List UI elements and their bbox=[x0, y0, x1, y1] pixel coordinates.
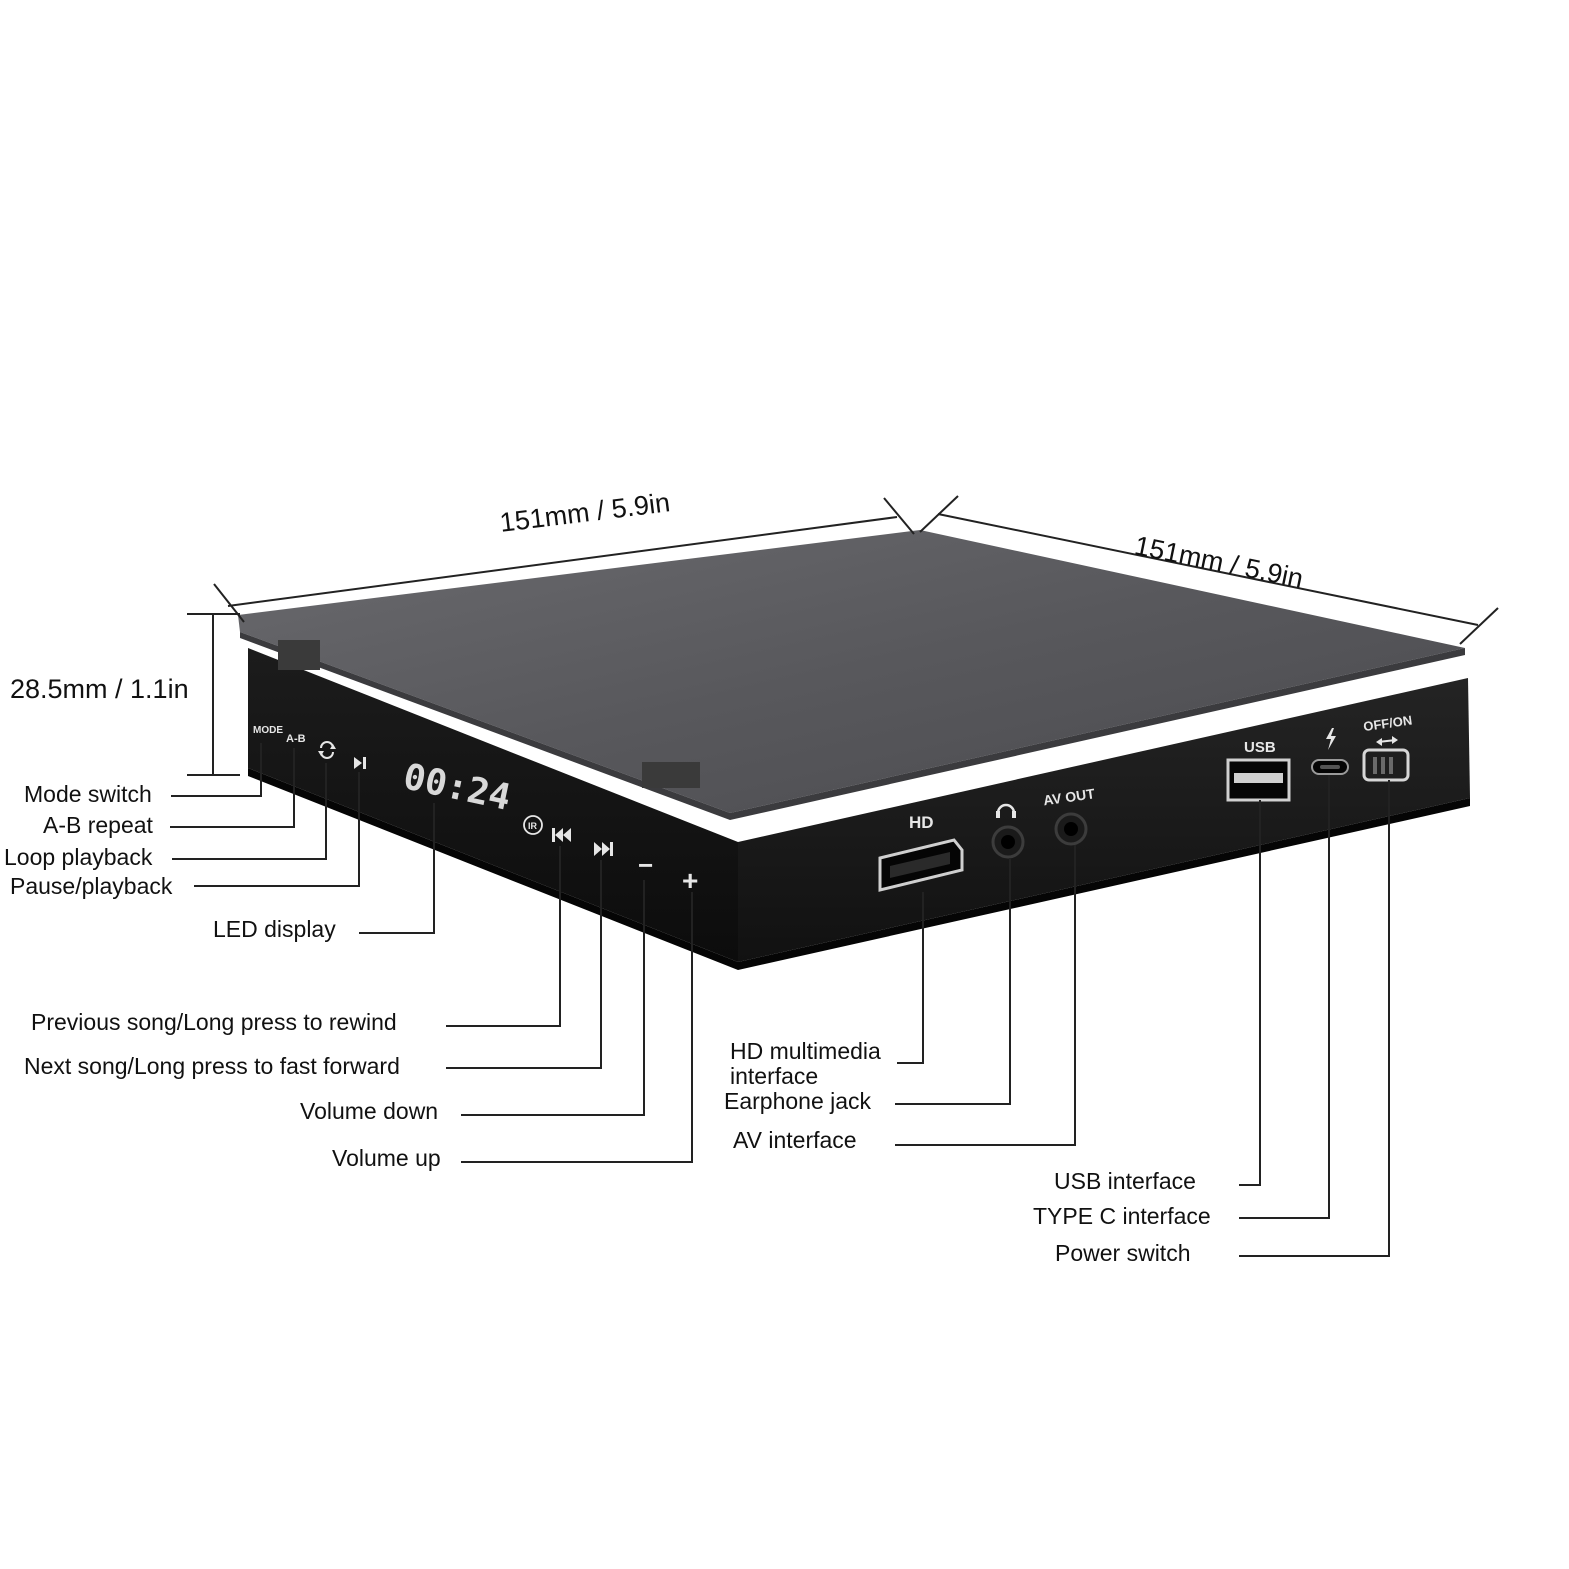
headphone-icon bbox=[996, 803, 1016, 818]
leader-earphone-jack bbox=[895, 858, 1011, 1105]
label-av-interface: AV interface bbox=[733, 1127, 857, 1153]
side-panel bbox=[738, 678, 1470, 962]
label-ab-repeat: A-B repeat bbox=[43, 812, 153, 838]
mode-key-text: MODE bbox=[253, 725, 283, 736]
lid-edge bbox=[240, 632, 1465, 820]
leader-volume-up bbox=[461, 892, 693, 1163]
leader-hd-multimedia bbox=[897, 892, 924, 1064]
leader-ab-repeat bbox=[170, 748, 295, 828]
label-previous-song: Previous song/Long press to rewind bbox=[31, 1009, 397, 1035]
leader-av-interface bbox=[895, 845, 1076, 1146]
loop-icon bbox=[318, 741, 336, 759]
leader-power-switch bbox=[1239, 780, 1390, 1257]
leader-volume-down bbox=[461, 880, 645, 1116]
play-pause-icon bbox=[354, 757, 366, 769]
av-jack-port bbox=[1054, 812, 1088, 846]
usb-port-text: USB bbox=[1244, 739, 1276, 756]
next-icon bbox=[594, 842, 613, 856]
svg-text:IR: IR bbox=[528, 821, 538, 831]
hdmi-port bbox=[878, 838, 964, 892]
dimension-height-line bbox=[187, 613, 240, 776]
bolt-icon bbox=[1326, 728, 1336, 750]
device-body bbox=[248, 648, 1470, 970]
usb-port bbox=[1226, 758, 1291, 802]
previous-icon bbox=[552, 828, 571, 842]
leader-loop-playback bbox=[172, 763, 327, 860]
label-earphone-jack: Earphone jack bbox=[724, 1088, 872, 1114]
label-usb-interface: USB interface bbox=[1054, 1168, 1196, 1194]
ab-key-text: A-B bbox=[286, 733, 306, 745]
label-mode-switch: Mode switch bbox=[24, 781, 152, 807]
hd-port-text: HD bbox=[909, 813, 934, 832]
leader-type-c-interface bbox=[1239, 775, 1330, 1219]
leader-next-song bbox=[446, 860, 602, 1069]
earphone-jack-port bbox=[991, 825, 1025, 859]
lid-support-left bbox=[278, 640, 320, 670]
minus-key-text: − bbox=[638, 850, 653, 880]
dimension-width-front-line bbox=[213, 497, 915, 623]
plus-key-text: + bbox=[682, 865, 698, 896]
type-c-port bbox=[1311, 759, 1349, 775]
dimension-height: 28.5mm / 1.1in bbox=[10, 674, 189, 704]
leader-mode-switch bbox=[171, 743, 262, 797]
label-hd-multimedia-line2: interface bbox=[730, 1063, 819, 1089]
leader-previous-song bbox=[446, 846, 561, 1027]
label-led-display: LED display bbox=[213, 916, 336, 942]
leader-usb-interface bbox=[1239, 800, 1261, 1186]
dimension-width-side-line bbox=[919, 495, 1499, 645]
offon-text: OFF/ON bbox=[1362, 712, 1413, 734]
double-arrow-icon bbox=[1376, 736, 1398, 746]
label-next-song: Next song/Long press to fast forward bbox=[24, 1053, 400, 1079]
glass-lid bbox=[238, 530, 1465, 813]
leader-pause-playback bbox=[194, 772, 360, 887]
power-switch[interactable] bbox=[1362, 748, 1410, 782]
label-pause-playback: Pause/playback bbox=[10, 873, 173, 899]
label-hd-multimedia-line1: HD multimedia bbox=[730, 1038, 881, 1064]
bottom-edge bbox=[248, 768, 1470, 970]
label-volume-down: Volume down bbox=[300, 1098, 439, 1124]
label-type-c-interface: TYPE C interface bbox=[1033, 1203, 1211, 1229]
av-out-text: AV OUT bbox=[1042, 785, 1096, 808]
label-power-switch: Power switch bbox=[1055, 1240, 1191, 1266]
ir-icon: IR bbox=[523, 815, 543, 835]
label-volume-up: Volume up bbox=[332, 1145, 441, 1171]
label-loop-playback: Loop playback bbox=[4, 844, 153, 870]
front-panel bbox=[248, 648, 738, 962]
lid-support-front bbox=[642, 762, 700, 788]
leader-led-display bbox=[359, 803, 435, 934]
